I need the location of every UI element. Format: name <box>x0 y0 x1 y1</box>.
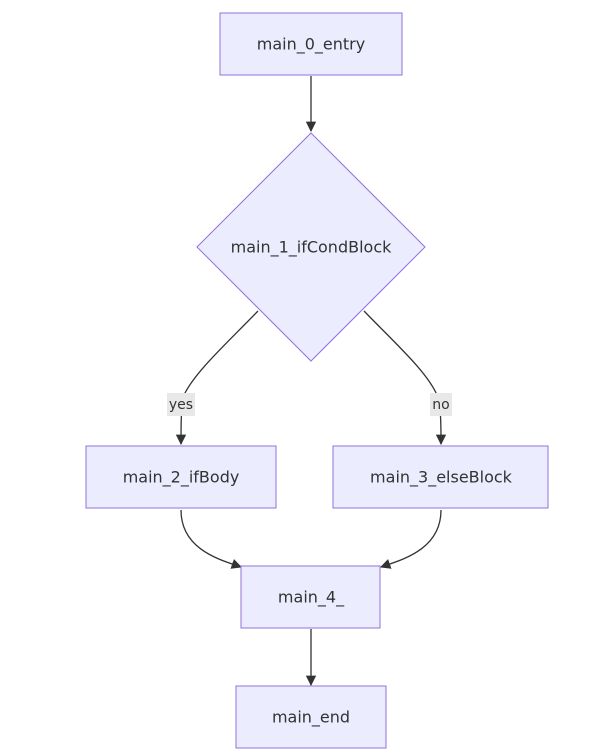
edge-ifbody-to-merge <box>180 509 242 569</box>
node-merge[interactable]: main_4_ <box>240 565 381 629</box>
edge-label-yes: yes <box>167 393 195 416</box>
node-merge-label: main_4_ <box>278 588 345 608</box>
node-else-block-label: main_3_elseBlock <box>370 468 513 488</box>
node-if-body[interactable]: main_2_ifBody <box>85 445 277 509</box>
node-end[interactable]: main_end <box>235 685 387 749</box>
edge-elseblock-to-merge <box>380 509 442 569</box>
node-entry-label: main_0_entry <box>257 35 365 55</box>
edge-label-no: no <box>430 393 452 416</box>
edge-cond-to-ifbody <box>175 310 259 446</box>
edge-label-yes-text: yes <box>169 397 193 413</box>
edge-label-no-text: no <box>432 397 449 413</box>
node-if-body-label: main_2_ifBody <box>123 468 240 488</box>
node-else-block[interactable]: main_3_elseBlock <box>332 445 549 509</box>
node-entry[interactable]: main_0_entry <box>219 12 403 76</box>
edge-cond-to-elseblock <box>363 310 447 446</box>
node-end-label: main_end <box>272 708 350 728</box>
node-cond-label: main_1_ifCondBlock <box>231 238 393 258</box>
node-cond[interactable]: main_1_ifCondBlock <box>196 132 426 362</box>
